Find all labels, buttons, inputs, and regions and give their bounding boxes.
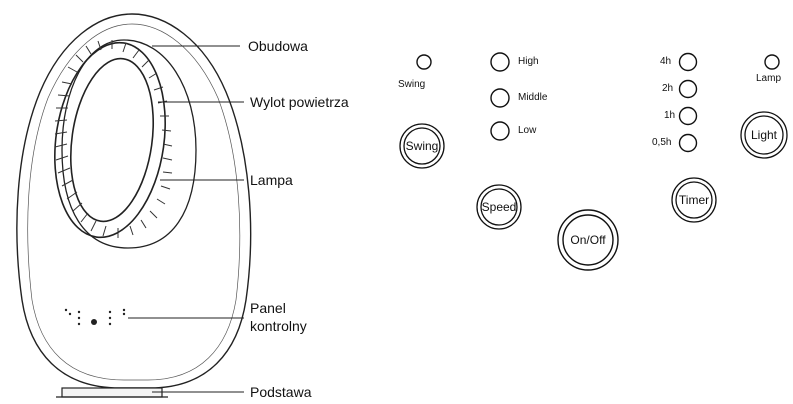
timer-1h-label: 1h bbox=[664, 110, 676, 121]
lamp-indicator-label: Lamp bbox=[756, 73, 782, 84]
light-button: Light bbox=[750, 128, 778, 142]
timer-2h-label: 2h bbox=[662, 83, 674, 94]
label-housing: Obudowa bbox=[248, 38, 308, 54]
panel-buttons bbox=[399, 111, 788, 271]
air-outlet-inner bbox=[69, 57, 155, 223]
air-outlet-outer bbox=[54, 41, 166, 239]
timer-05h-label: 0,5h bbox=[652, 137, 672, 148]
swing-button: Swing bbox=[405, 139, 439, 153]
speed-middle-label: Middle bbox=[518, 92, 548, 103]
label-control-panel-line2: kontrolny bbox=[250, 318, 307, 334]
device-housing-outline bbox=[16, 13, 252, 389]
leader-lines bbox=[128, 45, 244, 393]
label-control-panel-line1: Panel bbox=[250, 300, 286, 316]
timer-button: Timer bbox=[678, 193, 710, 207]
on-off-button: On/Off bbox=[570, 233, 606, 247]
label-base: Podstawa bbox=[250, 384, 312, 400]
speed-high-label: High bbox=[518, 56, 539, 67]
device-housing-inner-outline bbox=[27, 23, 241, 381]
speed-low-label: Low bbox=[518, 125, 537, 136]
label-air-outlet: Wylot powietrza bbox=[250, 94, 349, 110]
label-lamp: Lampa bbox=[250, 172, 293, 188]
panel-indicators bbox=[416, 52, 780, 153]
timer-4h-label: 4h bbox=[660, 56, 672, 67]
speed-button: Speed bbox=[481, 200, 517, 214]
device-base bbox=[61, 387, 163, 398]
control-panel-dots bbox=[64, 308, 126, 326]
swing-indicator-label: Swing bbox=[398, 79, 426, 90]
